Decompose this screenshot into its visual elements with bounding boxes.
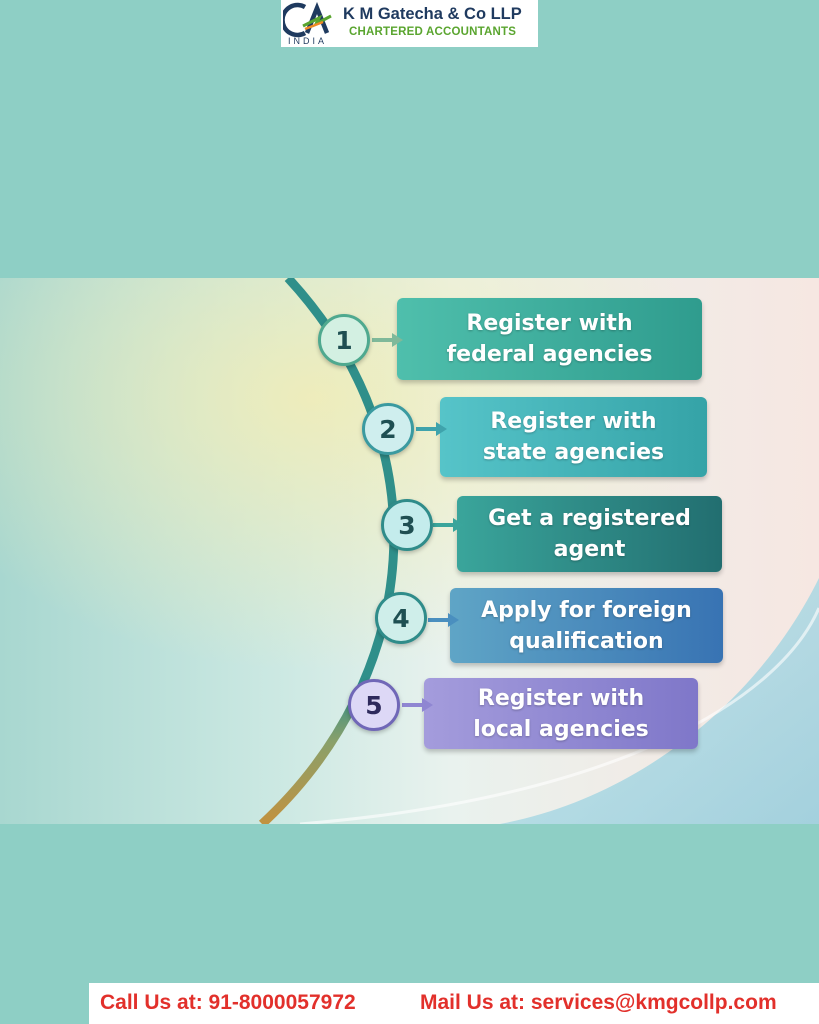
step-number-4: 4 bbox=[375, 592, 427, 644]
arrow-right-icon bbox=[433, 518, 464, 532]
step-box-2: Register with state agencies bbox=[440, 397, 707, 477]
arrow-right-icon bbox=[428, 613, 459, 627]
logo-country: INDIA bbox=[288, 36, 328, 46]
step-number-2: 2 bbox=[362, 403, 414, 455]
contact-bar: Call Us at: 91-8000057972 Mail Us at: se… bbox=[89, 983, 819, 1024]
step-number-3: 3 bbox=[381, 499, 433, 551]
step-text-1: Register with federal agencies bbox=[446, 311, 653, 367]
ca-logo-icon bbox=[283, 2, 332, 38]
firm-tagline: CHARTERED ACCOUNTANTS bbox=[349, 26, 517, 38]
step-text-5: Register with local agencies bbox=[473, 685, 649, 742]
step-number-1: 1 bbox=[318, 314, 370, 366]
arrow-right-icon bbox=[372, 333, 403, 347]
step-text-2: Register with state agencies bbox=[482, 409, 665, 465]
steps-infographic: Register with federal agencies 1 Registe… bbox=[0, 278, 819, 824]
email-contact[interactable]: Mail Us at: services@kmgcollp.com bbox=[420, 991, 777, 1014]
step-box-4: Apply for foreign qualification bbox=[450, 588, 723, 663]
firm-name: K M Gatecha & Co LLP bbox=[343, 5, 522, 23]
phone-contact[interactable]: Call Us at: 91-8000057972 bbox=[100, 991, 356, 1014]
arrow-right-icon bbox=[402, 698, 433, 712]
step-box-5: Register with local agencies bbox=[424, 678, 698, 749]
step-box-1: Register with federal agencies bbox=[397, 298, 702, 380]
step-text-3: Get a registered agent bbox=[488, 506, 691, 562]
step-number-5: 5 bbox=[348, 679, 400, 731]
firm-logo: INDIA K M Gatecha & Co LLP CHARTERED ACC… bbox=[281, 0, 538, 47]
step-box-3: Get a registered agent bbox=[457, 496, 722, 572]
arrow-right-icon bbox=[416, 422, 447, 436]
step-text-4: Apply for foreign qualification bbox=[481, 597, 692, 654]
